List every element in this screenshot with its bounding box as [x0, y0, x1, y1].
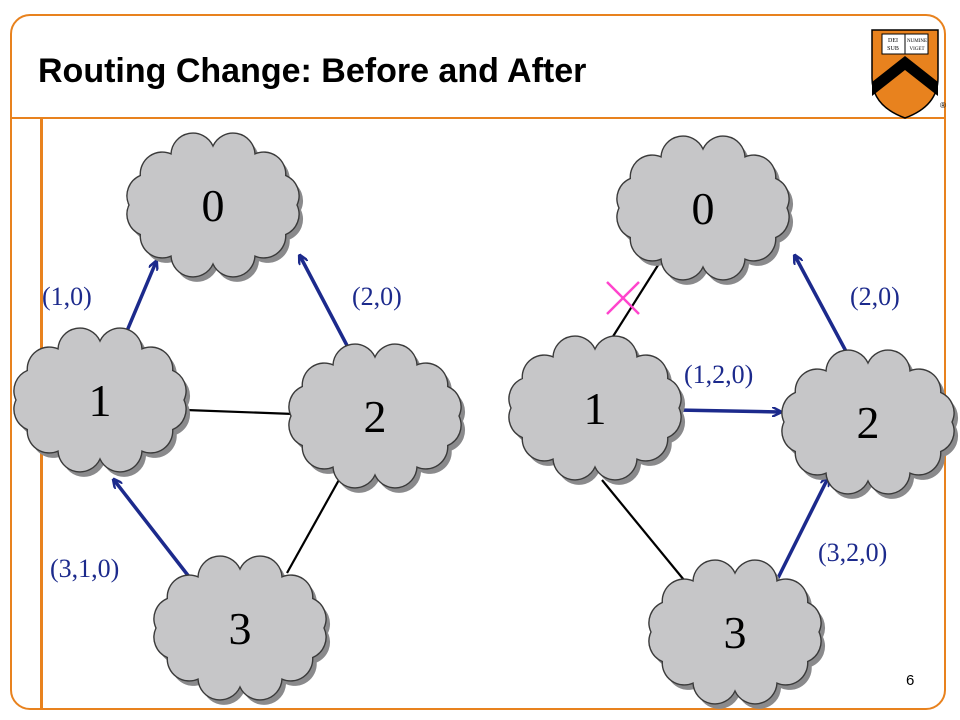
motto-word: VIGET: [910, 47, 925, 52]
after-node-3-label: 3: [724, 607, 747, 658]
before-edge-1-to-0-arrow: [122, 262, 156, 339]
after-edge-1-to-2-arrow: [675, 410, 780, 412]
before-edge-1-to-2-link: [185, 408, 295, 416]
slide-title: Routing Change: Before and After: [38, 52, 587, 90]
before-node-1-cloud: 1: [13, 327, 191, 477]
before-node-0-label: 0: [202, 180, 225, 231]
before-path-label-2-0: (2,0): [352, 282, 402, 311]
after-node-2-cloud: 2: [781, 349, 959, 499]
before-node-2-label: 2: [364, 391, 387, 442]
edges-layer: [114, 256, 850, 581]
after-edge-1-to-3-link: [601, 479, 685, 581]
page-number: 6: [906, 672, 915, 689]
before-path-label-1-0: (1,0): [42, 282, 92, 311]
after-node-0-cloud: 0: [616, 135, 794, 285]
after-node-1-label: 1: [584, 383, 607, 434]
after-edge-2-to-0-arrow: [795, 256, 850, 356]
motto-word: DEI: [888, 38, 898, 44]
after-link-failure-x-mark: [606, 281, 640, 315]
after-path-label-1-2: (1,2,0): [684, 360, 753, 389]
motto-word: SUB: [887, 46, 899, 52]
after-node-2-label: 2: [857, 397, 880, 448]
after-path-label-2-0: (2,0): [850, 282, 900, 311]
after-path-label-3-2: (3,2,0): [818, 538, 887, 567]
before-path-label-3-1: (3,1,0): [50, 554, 119, 583]
labels-layer: (1,0) (2,0) (3,1,0) (2,0) (1,2,0) (3,2,0): [42, 281, 900, 583]
before-node-0-cloud: 0: [126, 132, 304, 282]
princeton-shield-logo: DEI SUB NUMINE VIGET ®: [871, 29, 946, 119]
title-divider: [12, 117, 944, 119]
slide-frame: [10, 14, 946, 710]
before-edge-2-to-0-arrow: [300, 256, 354, 356]
before-node-1-label: 1: [89, 375, 112, 426]
shield-chevron: [872, 56, 938, 96]
after-edge-1-to-0-link: [611, 261, 661, 339]
before-node-2-cloud: 2: [288, 343, 466, 493]
motto-word: NUMINE: [907, 39, 927, 44]
nodes-layer: 0 1 2 3 0 1 2 3: [13, 132, 959, 709]
after-node-1-cloud: 1: [508, 335, 686, 485]
after-node-0-label: 0: [692, 183, 715, 234]
before-node-3-cloud: 3: [153, 555, 331, 705]
before-node-3-label: 3: [229, 603, 252, 654]
before-edge-3-to-1-arrow: [114, 480, 192, 580]
before-edge-2-to-3-link: [286, 477, 341, 574]
trademark-symbol: ®: [940, 101, 946, 110]
after-node-3-cloud: 3: [648, 559, 826, 709]
after-edge-3-to-2-arrow: [776, 478, 828, 579]
